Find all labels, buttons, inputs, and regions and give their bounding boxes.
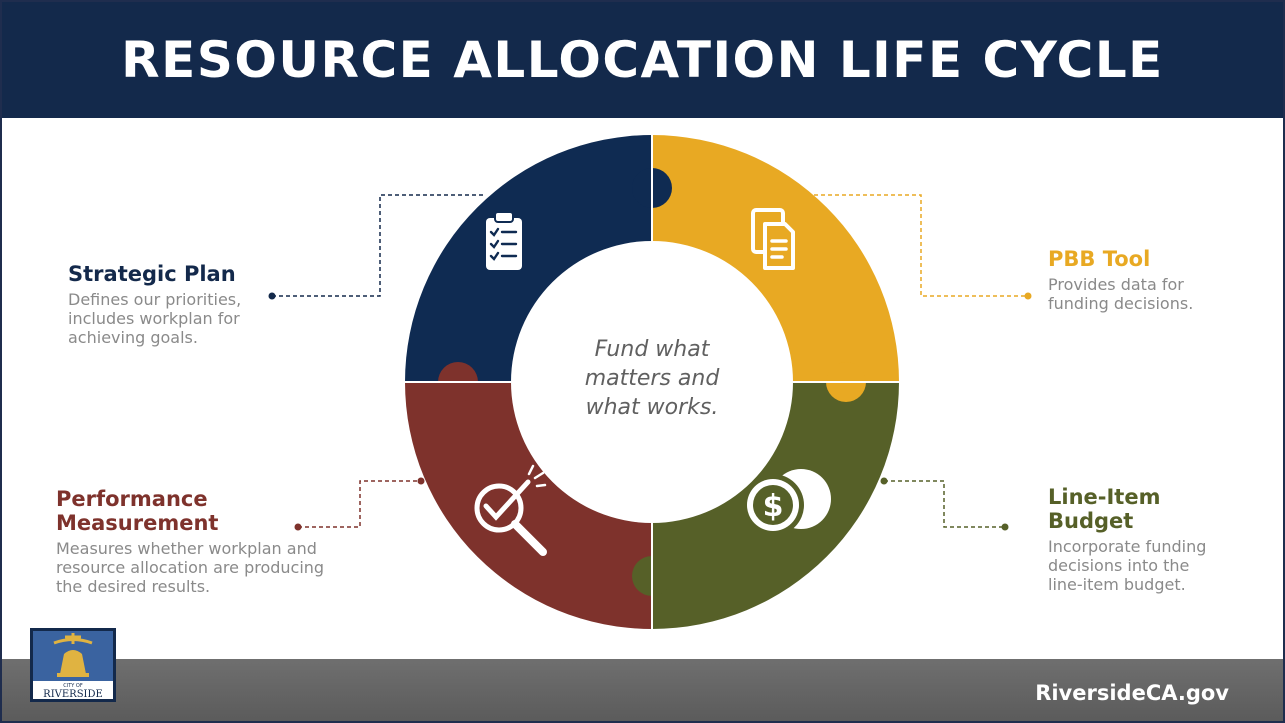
connector-pbb xyxy=(814,194,1028,297)
performance-measurement-description: Measures whether workplan and resource a… xyxy=(56,539,325,596)
connector-dot-strategic xyxy=(268,292,276,300)
pbb-tool-title: PBB Tool xyxy=(1048,247,1151,271)
segment-strategic-plan xyxy=(405,135,652,382)
performance-measurement-title: Performance Measurement xyxy=(56,487,219,535)
dollar-coins-icon: $ xyxy=(742,469,831,536)
connector-dot-performance xyxy=(294,523,302,531)
callout-performance-measurement: Performance Measurement Measures whether… xyxy=(56,487,341,596)
connector-dot-budget xyxy=(1001,523,1009,531)
clipboard-checklist-icon xyxy=(486,211,522,270)
callout-pbb-tool: PBB Tool Provides data for funding decis… xyxy=(1048,247,1226,313)
connector-budget xyxy=(884,480,1005,528)
connector-dot-budget-start xyxy=(880,477,888,485)
title-bar: RESOURCE ALLOCATION LIFE CYCLE xyxy=(2,2,1283,118)
connector-performance xyxy=(298,480,421,528)
city-logo: CITY OF RIVERSIDE xyxy=(30,628,116,702)
connector-dot-performance-start xyxy=(417,477,425,485)
strategic-plan-description: Defines our priorities, includes workpla… xyxy=(68,290,242,347)
svg-text:RIVERSIDE: RIVERSIDE xyxy=(43,689,103,700)
pbb-tool-description: Provides data for funding decisions. xyxy=(1048,275,1194,313)
footer-bar: RiversideCA.gov xyxy=(2,659,1283,721)
connector-strategic xyxy=(272,194,486,297)
line-item-budget-title: Line-Item Budget xyxy=(1048,485,1161,533)
documents-icon xyxy=(751,208,795,270)
callout-line-item-budget: Line-Item Budget Incorporate funding dec… xyxy=(1048,485,1226,594)
svg-text:$: $ xyxy=(763,489,784,524)
magnifier-check-icon xyxy=(474,464,547,556)
segment-dividers xyxy=(405,135,899,629)
center-statement: Fund what matters and what works. xyxy=(584,337,720,420)
line-item-budget-description: Incorporate funding decisions into the l… xyxy=(1048,537,1207,594)
callout-strategic-plan: Strategic Plan Defines our priorities, i… xyxy=(68,262,268,347)
page-title: RESOURCE ALLOCATION LIFE CYCLE xyxy=(121,31,1164,89)
connector-dot-pbb xyxy=(1024,292,1032,300)
website-url: RiversideCA.gov xyxy=(1035,681,1229,705)
svg-text:CITY OF: CITY OF xyxy=(63,683,83,689)
segment-performance-measurement xyxy=(405,382,652,629)
strategic-plan-title: Strategic Plan xyxy=(68,262,236,286)
